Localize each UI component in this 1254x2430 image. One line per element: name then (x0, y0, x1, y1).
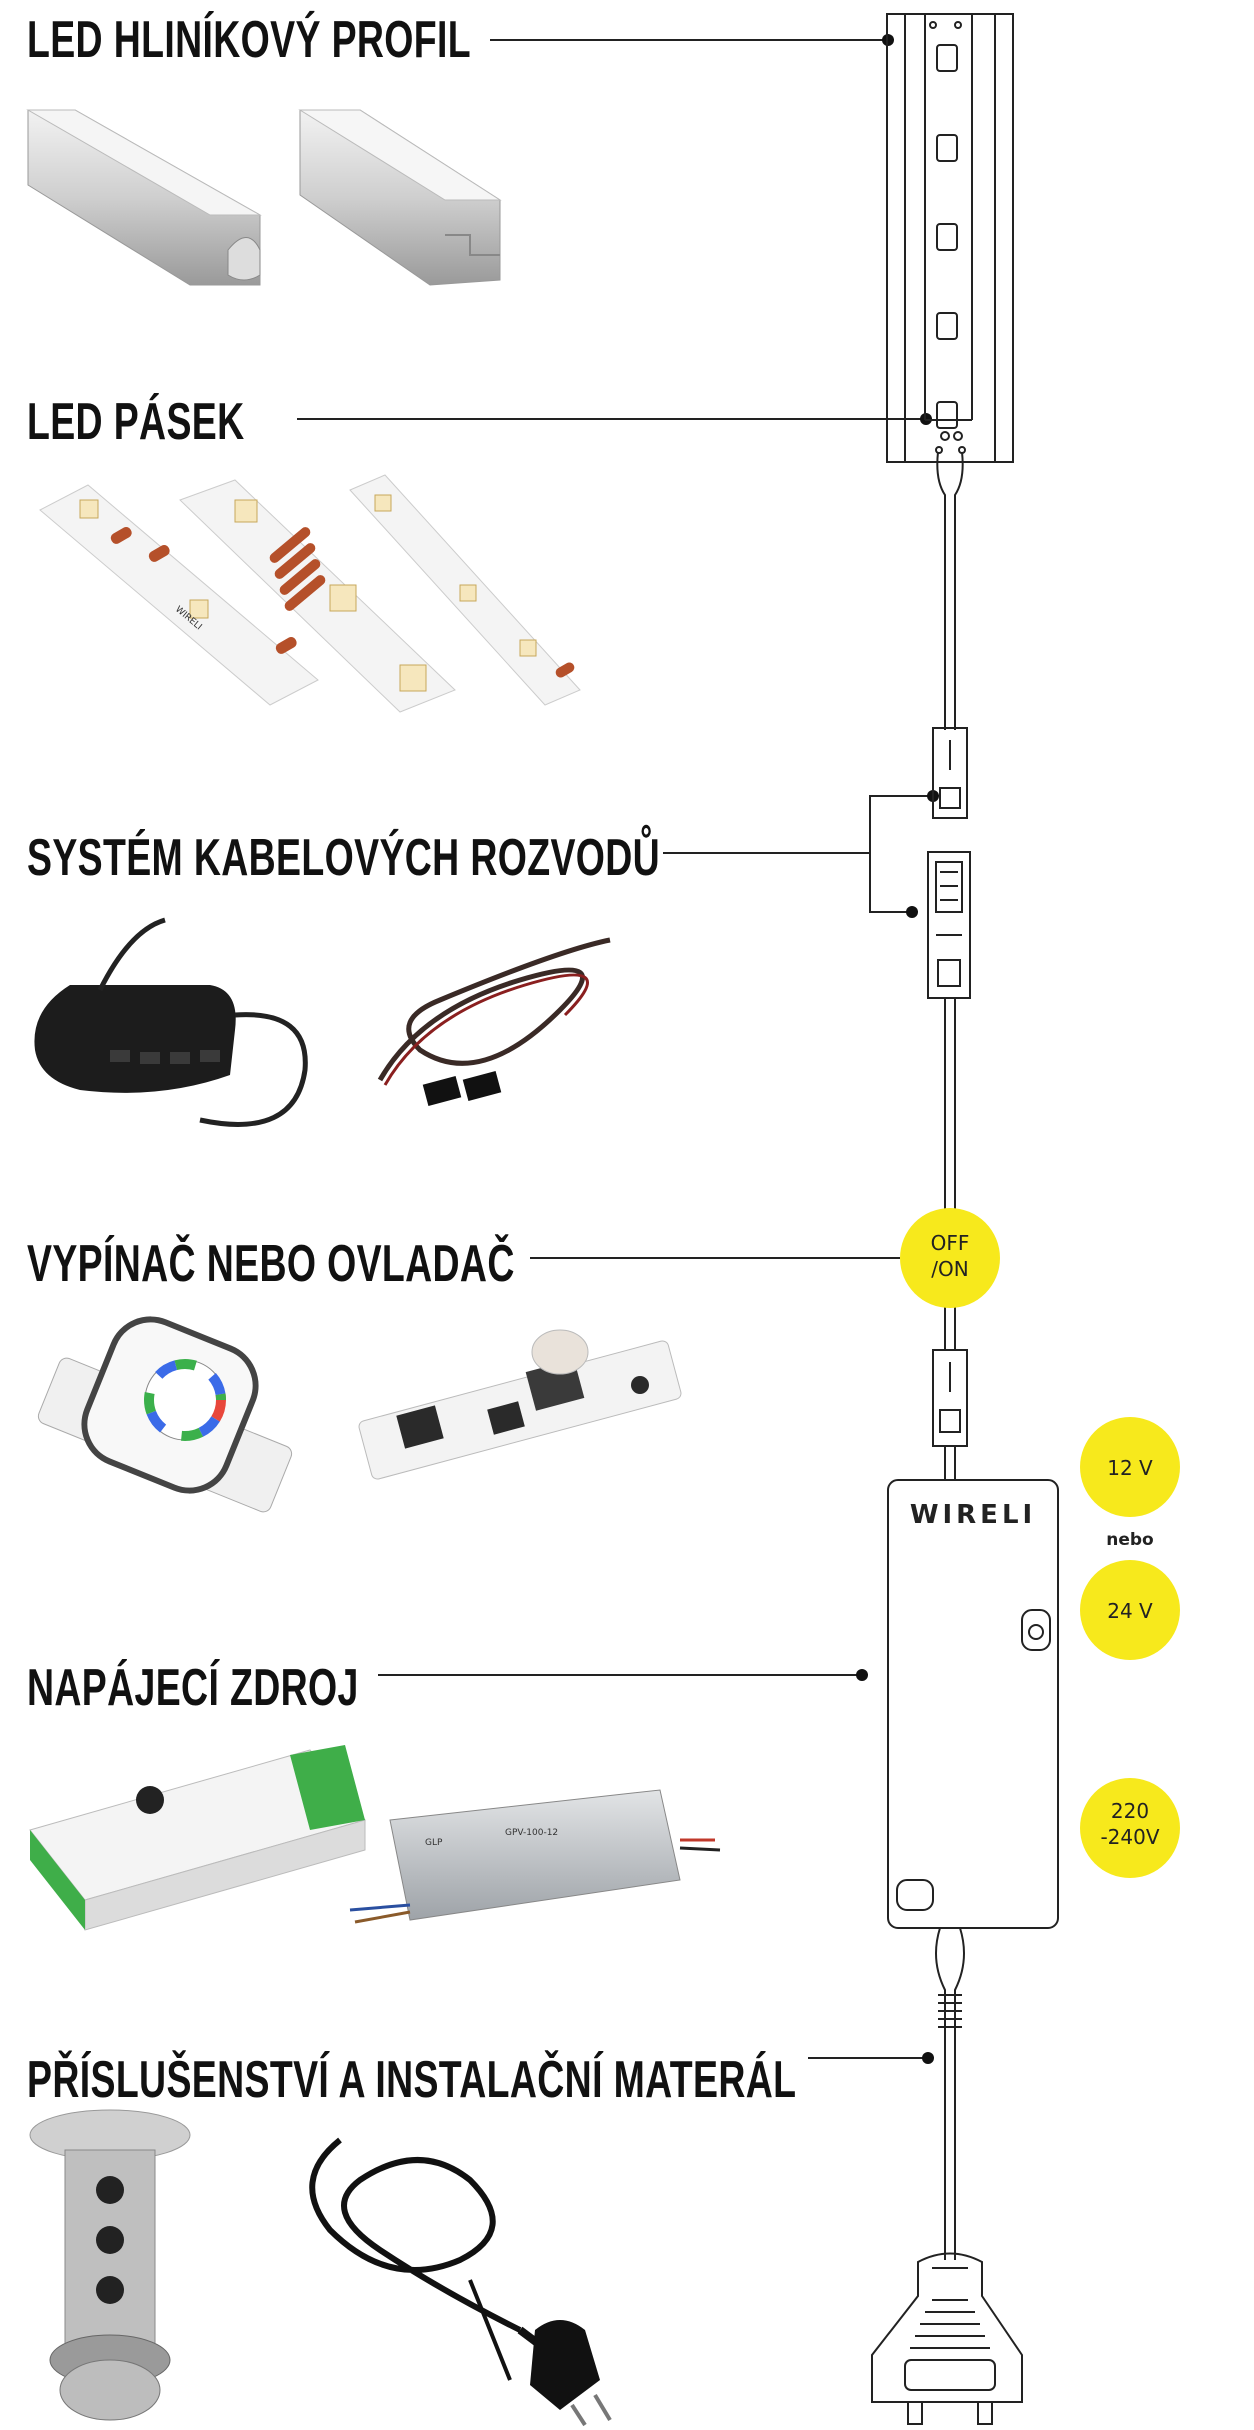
heading-switch-controller: VYPÍNAČ NEBO OVLADAČ (27, 1235, 515, 1293)
heading-led-profile: LED HLINÍKOVÝ PROFIL (27, 11, 472, 69)
voltage-badge-input: 220 -240V (1080, 1778, 1180, 1878)
svg-text:12 V: 12 V (1107, 1456, 1153, 1480)
dot-connector-bottom (906, 906, 918, 918)
dot-plug-cable (922, 2052, 934, 2064)
svg-text:24 V: 24 V (1107, 1599, 1153, 1623)
product-rgb-controller (37, 1316, 293, 1513)
product-touch-dimmer (358, 1329, 682, 1480)
psu-gray-model: GPV-100-12 (505, 1828, 558, 1838)
connector-female (932, 727, 968, 819)
product-psu-green (29, 1745, 366, 1931)
leader-dots (856, 34, 939, 2064)
switch-badge: OFF /ON (900, 1208, 1000, 1308)
voltage-separator: nebo (1106, 1530, 1153, 1550)
product-extension-cable (377, 937, 611, 1107)
svg-text:220: 220 (1111, 1799, 1149, 1823)
product-popup-socket (29, 2109, 191, 2421)
product-profile-2 (298, 109, 502, 286)
heading-cable-system: SYSTÉM KABELOVÝCH ROZVODŮ (27, 829, 661, 887)
strip-leds (936, 44, 958, 429)
cable-strain-relief (938, 1994, 962, 2028)
plug-pin-right (977, 2401, 993, 2425)
connector-psu (932, 1349, 968, 1447)
svg-text:-240V: -240V (1100, 1825, 1159, 1849)
psu-brand-text: WIRELI (910, 1500, 1036, 1530)
psu-gray-brand: GLP (425, 1838, 443, 1848)
switch-badge-line2: /ON (931, 1257, 968, 1281)
product-power-cord (309, 2137, 612, 2427)
psu-box (887, 1479, 1059, 1929)
switch-badge-line1: OFF (931, 1231, 970, 1255)
heading-led-strip: LED PÁSEK (27, 393, 245, 451)
product-junction-box (34, 917, 308, 1127)
heading-accessories: PŘÍSLUŠENSTVÍ A INSTALAČNÍ MATERÁL (27, 2051, 797, 2109)
product-profile-1 (26, 109, 262, 286)
voltage-badge-12v: 12 V (1080, 1417, 1180, 1517)
leader-line-cables-top (663, 795, 933, 854)
connector-male (927, 851, 971, 999)
voltage-badge-24v: 24 V (1080, 1560, 1180, 1660)
profile-outline (886, 13, 1014, 463)
dot-psu (856, 1669, 868, 1681)
leader-lines (297, 39, 933, 2059)
schematic (871, 13, 1059, 2425)
product-psu-gray: GLP GPV-100-12 (349, 1789, 721, 1924)
plug-pin-left (907, 2401, 923, 2425)
heading-power-supply: NAPÁJECÍ ZDROJ (27, 1659, 359, 1717)
leader-line-cables-bottom (869, 853, 912, 913)
plug-body (871, 2252, 1023, 2403)
product-led-strips: WIRELI (39, 474, 581, 713)
